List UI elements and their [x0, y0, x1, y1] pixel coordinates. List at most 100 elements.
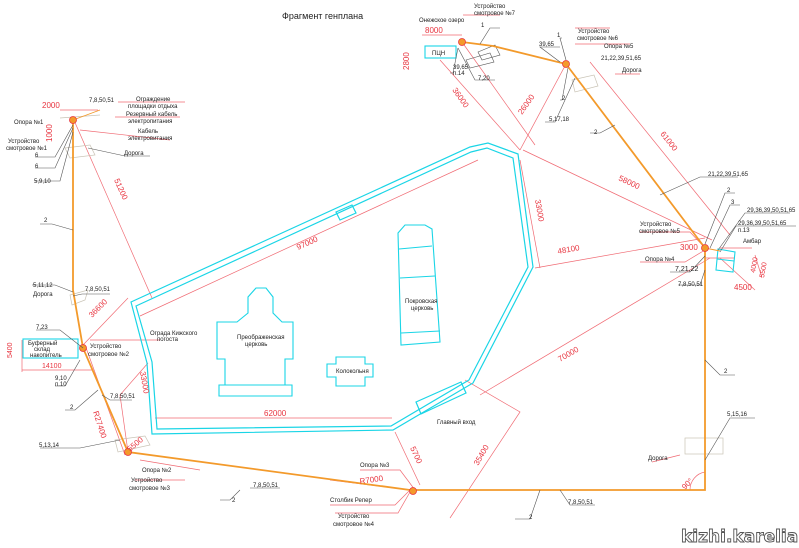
callout-device-4-2: смотровое №4: [333, 521, 375, 528]
pcn-label: ПЦН: [432, 51, 445, 57]
kizhi-pogost-fence: [130, 142, 534, 435]
callout-road-1: Дорога: [124, 151, 144, 157]
ref-785051-e: 7,8,50,51: [568, 500, 594, 506]
dim-51200: 51200: [112, 177, 129, 201]
callout-device-2-2: смотровое №2: [88, 351, 130, 358]
callout-opora-2: Опора №2: [142, 467, 172, 474]
ref-723: 7,23: [36, 325, 48, 331]
callout-main-entrance: Главный вход: [437, 419, 476, 426]
ref-p13: п.13: [738, 228, 750, 234]
callout-reserve-cable-2: электропитания: [128, 119, 172, 125]
buffer-label-2: склад: [34, 347, 51, 353]
callout-device-1-2: смотровое №1: [6, 145, 48, 152]
ref-2a: 2: [44, 218, 48, 224]
callout-device-7-2: смотровое №7: [474, 10, 516, 17]
ref-2122-b: 21,22,39,51,65: [708, 172, 749, 178]
device-3-icon: [124, 448, 132, 456]
callout-road-5: Дорога: [648, 456, 668, 462]
leader-lines: [32, 27, 796, 520]
ref-785051-d: 7,8,50,51: [253, 483, 279, 489]
preobrazhenskaya-church: Преображенская церковь: [216, 287, 294, 397]
callout-reper: Столбик Репер: [330, 498, 372, 504]
dim-3000: 3000: [680, 243, 698, 252]
callout-device-1: Устройство: [8, 138, 40, 145]
dim-26000: 26000: [516, 92, 536, 116]
dim-36600: 36600: [87, 297, 109, 319]
callout-device-6: Устройство: [578, 28, 610, 35]
callout-reserve-cable: Резервный кабель: [126, 111, 177, 118]
dim-48100: 48100: [557, 243, 581, 256]
ref-top: 7,8,50,51: [89, 98, 115, 104]
ref-5910: 5,9,10: [34, 179, 51, 185]
callout-device-6-2: смотровое №6: [577, 35, 619, 42]
ref-2122-a: 21,22,39,51,65: [601, 56, 642, 62]
callout-device-5-2: смотровое №5: [639, 228, 681, 235]
dim-5700: 5700: [408, 445, 424, 465]
callout-fence-kizhi-2: погоста: [157, 337, 179, 343]
dim-r7000: R7000: [359, 474, 384, 486]
roads: [59, 74, 724, 455]
ref-p14: п.14: [453, 71, 465, 77]
ref-2e: 2: [724, 369, 728, 375]
callout-device-4: Устройство: [338, 513, 370, 520]
ref-2g: 2: [594, 130, 598, 136]
ref-51718: 5,17,18: [549, 117, 570, 123]
dim-2000: 2000: [42, 101, 60, 110]
dim-4500: 4500: [734, 283, 752, 292]
dim-35400: 35400: [472, 443, 491, 467]
callout-device-5: Устройство: [640, 221, 672, 228]
main-gate: [415, 381, 467, 415]
callout-fence-rest-2: площадки отдыха: [128, 104, 178, 110]
dim-4000: 4000: [750, 257, 760, 274]
dim-r27400: R27400: [91, 410, 108, 440]
ref-51112: 5,11,12: [33, 283, 53, 289]
dim-1000: 1000: [45, 124, 54, 142]
dim-5500-b: 5500: [759, 262, 769, 279]
buffer-label-3: накопитель: [30, 353, 62, 359]
dim-5500-a: 5500: [126, 435, 146, 454]
buffer-warehouse: Буферный склад накопитель: [22, 338, 79, 359]
callout-device-3: Устройство: [131, 477, 163, 484]
ambar-label: Амбар: [743, 239, 762, 245]
ref-2f: 2: [562, 96, 566, 102]
dim-5400: 5400: [7, 342, 14, 358]
callout-cable-2: электровитания: [128, 136, 172, 142]
dim-61000: 61000: [658, 130, 679, 154]
ref-1a: 1: [481, 23, 485, 29]
dim-58000: 58000: [617, 174, 641, 192]
ref-2h: 2: [727, 188, 731, 194]
pokrovskaya-label: Покровская: [405, 299, 437, 305]
ref-785051-c: 7,8,50,51: [110, 394, 136, 400]
pokrovskaya-church: Покровская церковь: [397, 224, 441, 346]
buffer-label: Буферный: [28, 340, 57, 347]
device-4-icon: [409, 487, 417, 495]
ref-2936-b: 29,36,39,50,51,65: [738, 221, 787, 227]
preobrazhenskaya-label-2: церковь: [245, 342, 267, 348]
callout-opora-5: Опора №5: [604, 43, 634, 50]
bell-tower: Колокольня: [326, 356, 374, 387]
bell-tower-label: Колокольня: [336, 369, 369, 375]
ref-3: 3: [731, 200, 735, 206]
device-5-icon: [701, 244, 709, 252]
ref-2b: 2: [70, 405, 74, 411]
callout-cable: Кабель: [138, 129, 158, 135]
callout-opora-1: Опора №1: [14, 119, 44, 126]
ref-51314: 5,13,14: [39, 443, 60, 449]
callout-fence-rest: Ограждение: [136, 97, 171, 103]
dim-8000: 8000: [425, 26, 443, 35]
callout-opora-4: Опора №4: [645, 256, 675, 263]
ref-51516: 5,15,16: [727, 412, 748, 418]
callout-device-3-2: смотровое №3: [129, 485, 171, 492]
dim-2800: 2800: [402, 52, 411, 70]
watermark: kizhi.karelia.ru: [681, 527, 799, 547]
ref-6b: 6: [35, 164, 39, 170]
callout-opora-3: Опора №3: [360, 462, 390, 469]
ref-2d: 2: [529, 515, 533, 521]
dim-62000: 62000: [264, 409, 287, 418]
north-gate: [335, 204, 357, 221]
dim-36000: 36000: [450, 86, 470, 110]
ref-2c: 2: [232, 498, 236, 504]
reference-numbers: 7,8,50,51 6 6 5,9,10 2 5,11,12 7,8,50,51…: [33, 23, 796, 521]
